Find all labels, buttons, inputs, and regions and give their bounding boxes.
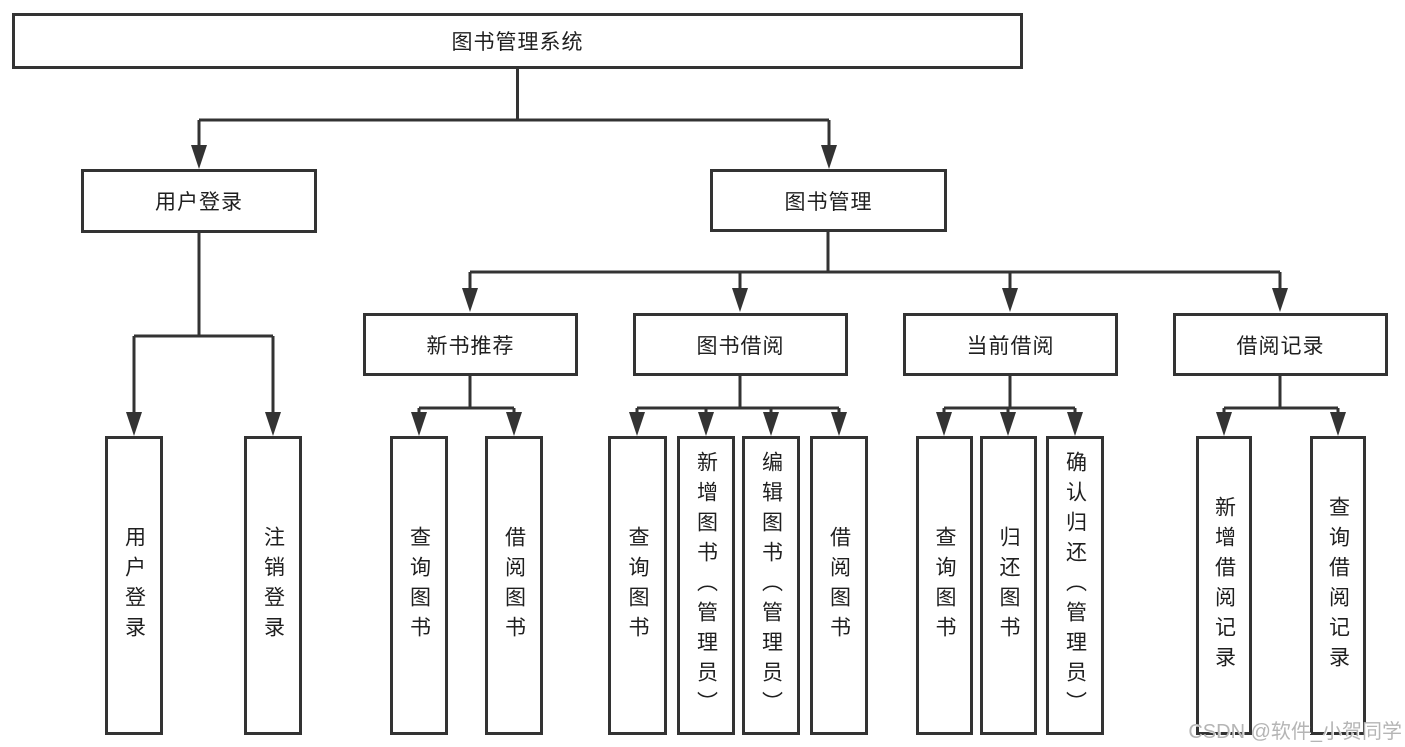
node-current-borrow-label: 当前借阅 xyxy=(966,334,1055,358)
leaf-query-borrow-record: 查询借阅记录 xyxy=(1310,436,1366,735)
leaf-logout-label: 注销登录 xyxy=(261,525,285,646)
node-root-label: 图书管理系统 xyxy=(451,31,584,54)
leaf-borrow-books-label: 借阅图书 xyxy=(827,525,851,646)
connector-new-book-children xyxy=(411,375,522,436)
leaf-return-book-label: 归还图书 xyxy=(997,525,1020,646)
node-new-book-recommend-label: 新书推荐 xyxy=(426,334,515,358)
leaf-user-login: 用户登录 xyxy=(105,436,163,735)
node-book-borrow-label: 图书借阅 xyxy=(696,334,785,358)
node-user-login-label: 用户登录 xyxy=(155,191,243,214)
leaf-query-books-recommend-label: 查询图书 xyxy=(407,525,431,646)
connector-book-mgmt-children xyxy=(462,231,1288,312)
leaf-query-books-current: 查询图书 xyxy=(916,436,973,735)
connector-borrow-records-children xyxy=(1216,375,1346,436)
leaf-add-book-admin: 新增图书（管理员） xyxy=(677,436,735,735)
leaf-confirm-return-admin-label: 确认归还（管理员） xyxy=(1063,450,1087,721)
node-book-borrow: 图书借阅 xyxy=(633,313,848,376)
node-new-book-recommend: 新书推荐 xyxy=(363,313,578,376)
leaf-query-borrow-record-label: 查询借阅记录 xyxy=(1326,495,1350,676)
leaf-query-books-current-label: 查询图书 xyxy=(933,525,956,646)
leaf-return-book: 归还图书 xyxy=(980,436,1037,735)
leaf-borrow-books-recommend: 借阅图书 xyxy=(485,436,543,735)
leaf-add-borrow-record: 新增借阅记录 xyxy=(1196,436,1252,735)
connector-user-login-children xyxy=(126,233,281,436)
node-book-management-label: 图书管理 xyxy=(784,190,873,214)
leaf-borrow-books: 借阅图书 xyxy=(810,436,868,735)
leaf-add-borrow-record-label: 新增借阅记录 xyxy=(1212,495,1236,676)
connector-root-to-level2 xyxy=(191,69,837,169)
leaf-add-book-admin-label: 新增图书（管理员） xyxy=(694,450,718,721)
node-root: 图书管理系统 xyxy=(12,13,1023,69)
node-current-borrow: 当前借阅 xyxy=(903,313,1118,376)
leaf-query-books-borrow-label: 查询图书 xyxy=(626,525,649,646)
node-book-management: 图书管理 xyxy=(710,169,947,232)
connector-current-borrow-children xyxy=(936,375,1083,436)
csdn-watermark: CSDN @软件_小贺同学 xyxy=(1188,721,1402,743)
leaf-edit-book-admin-label: 编辑图书（管理员） xyxy=(759,450,783,721)
leaf-confirm-return-admin: 确认归还（管理员） xyxy=(1046,436,1104,735)
node-borrow-records-label: 借阅记录 xyxy=(1236,334,1325,358)
leaf-borrow-books-recommend-label: 借阅图书 xyxy=(502,525,526,646)
leaf-query-books-recommend: 查询图书 xyxy=(390,436,448,735)
leaf-query-books-borrow: 查询图书 xyxy=(608,436,667,735)
node-user-login: 用户登录 xyxy=(81,169,317,233)
leaf-user-login-label: 用户登录 xyxy=(122,525,146,646)
leaf-edit-book-admin: 编辑图书（管理员） xyxy=(742,436,800,735)
node-borrow-records: 借阅记录 xyxy=(1173,313,1388,376)
connector-book-borrow-children xyxy=(629,375,847,436)
leaf-logout: 注销登录 xyxy=(244,436,302,735)
